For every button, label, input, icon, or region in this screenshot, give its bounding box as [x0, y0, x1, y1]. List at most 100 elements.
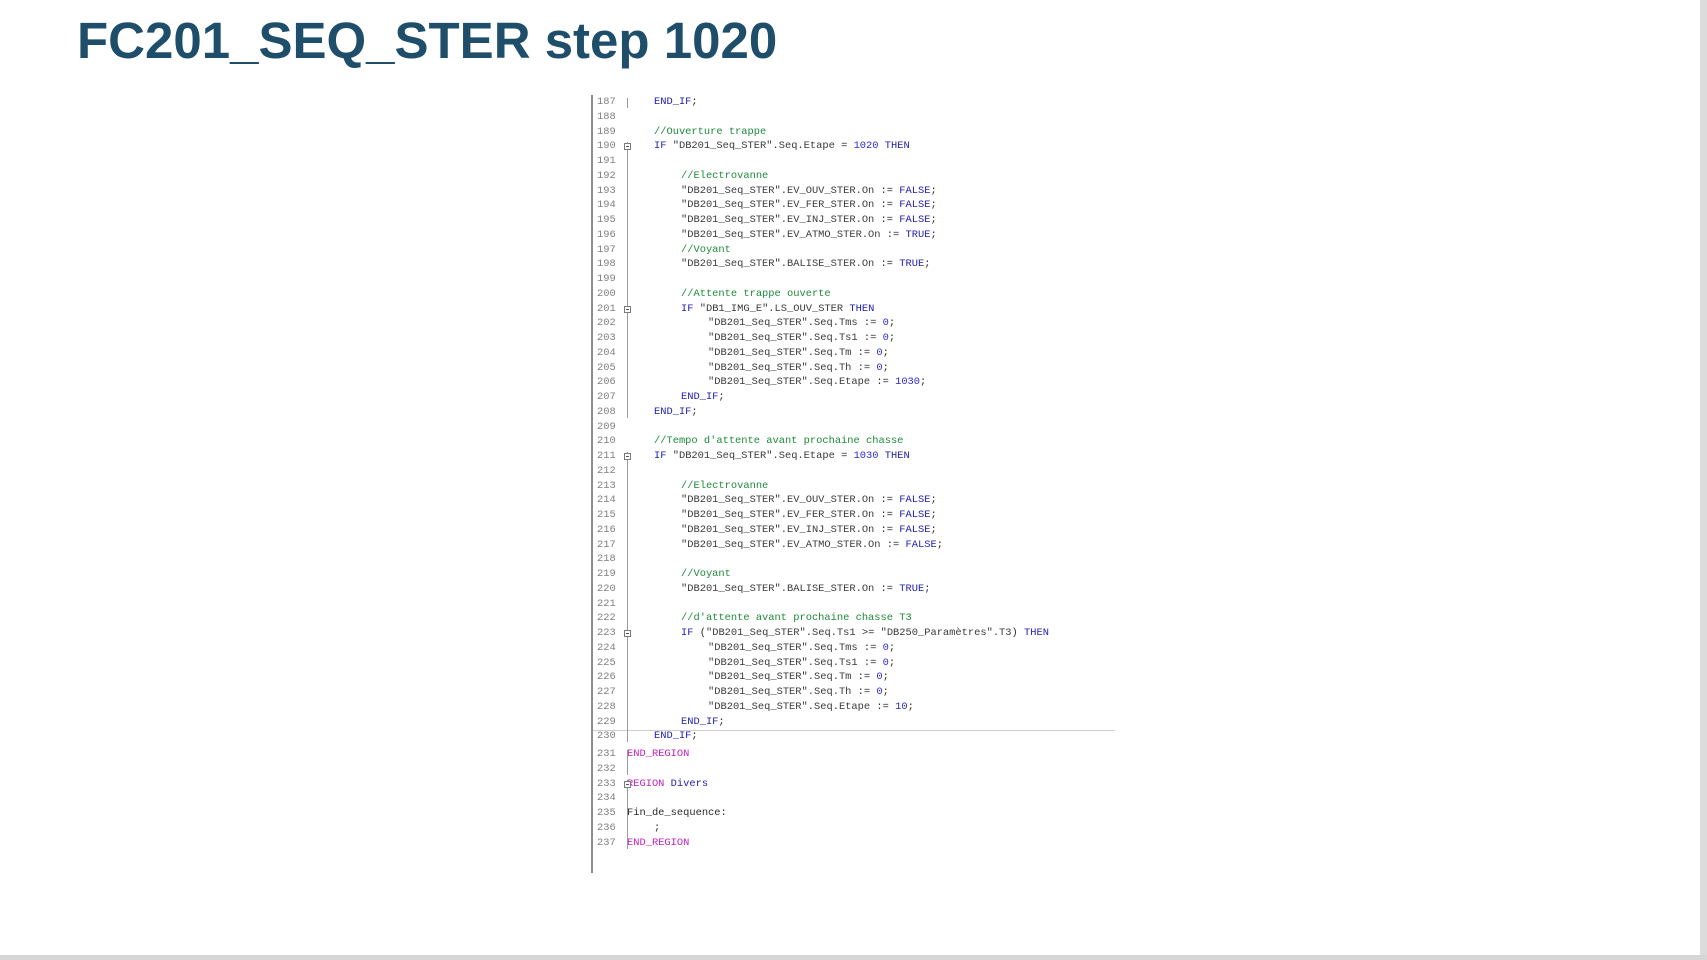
line-number: 209	[597, 420, 616, 433]
code-line: IF ("DB201_Seq_STER".Seq.Ts1 >= "DB250_P…	[681, 626, 1049, 640]
code-token: :=	[874, 199, 900, 212]
code-token: ;	[930, 509, 937, 521]
code-line: "DB201_Seq_STER".EV_FER_STER.On := FALSE…	[681, 508, 937, 522]
code-token: THEN	[878, 140, 910, 153]
code-token: :=	[870, 376, 896, 389]
line-number: 232	[597, 762, 616, 775]
line-number: 210	[597, 435, 616, 448]
code-token: TRUE	[905, 228, 931, 241]
line-number: 213	[597, 479, 616, 492]
fold-guide	[627, 779, 628, 849]
code-line: "DB201_Seq_STER".BALISE_STER.On := TRUE;	[681, 257, 930, 271]
line-number: 233	[597, 777, 616, 790]
code-token: ;	[930, 228, 937, 241]
line-number: 205	[597, 361, 616, 374]
code-token: 0	[882, 641, 889, 654]
code-token: 10	[895, 700, 908, 713]
code-token: =	[834, 450, 854, 462]
collapse-toggle-icon[interactable]	[624, 630, 631, 637]
line-number: 236	[597, 821, 616, 834]
code-line: REGION Divers	[627, 777, 708, 791]
fold-guide	[627, 750, 628, 775]
code-token: "DB201_Seq_STER".EV_FER_STER.On	[681, 199, 875, 212]
code-line: //Tempo d'attente avant prochaine chasse	[654, 434, 903, 448]
line-number: 217	[597, 538, 616, 551]
code-token: IF	[681, 627, 700, 639]
code-token: ;	[930, 523, 937, 536]
line-number: 198	[597, 258, 616, 271]
code-token: IF	[654, 140, 673, 153]
code-token: "DB201_Seq_STER".Seq.Ts1	[708, 656, 858, 669]
code-line: IF "DB1_IMG_E".LS_OUV_STER THEN	[681, 302, 874, 316]
code-token: "DB201_Seq_STER".BALISE_STER.On	[681, 582, 875, 595]
code-token: IF	[654, 450, 673, 462]
line-number: 187	[597, 96, 616, 108]
code-line: "DB201_Seq_STER".Seq.Ts1 := 0;	[708, 656, 895, 670]
code-token: 0	[876, 361, 883, 374]
code-token: 1030	[853, 450, 879, 462]
code-line: "DB201_Seq_STER".EV_OUV_STER.On := FALSE…	[681, 493, 937, 507]
code-token: :=	[880, 538, 906, 551]
code-token: 0	[882, 656, 889, 669]
code-token: END_IF	[654, 730, 692, 743]
code-token: ;	[930, 494, 937, 507]
line-number: 225	[597, 656, 616, 669]
collapse-toggle-icon[interactable]	[624, 453, 631, 460]
code-line: IF "DB201_Seq_STER".Seq.Etape = 1030 THE…	[654, 449, 910, 463]
code-panel-border	[591, 95, 593, 873]
code-token: :=	[874, 214, 900, 226]
line-number: 196	[597, 228, 616, 241]
collapse-toggle-icon[interactable]	[624, 780, 631, 788]
code-token: :=	[857, 317, 883, 330]
code-token: :=	[880, 228, 906, 241]
code-token: 1020	[853, 140, 879, 153]
collapse-toggle-icon[interactable]	[624, 305, 631, 313]
code-token: FALSE	[899, 184, 931, 197]
code-token: ;	[888, 656, 896, 669]
code-token: "DB201_Seq_STER".Seq.Etape	[708, 376, 871, 389]
line-number: 203	[597, 332, 616, 344]
code-token: ;	[691, 730, 698, 743]
code-line: "DB201_Seq_STER".EV_INJ_STER.On := FALSE…	[681, 213, 937, 227]
code-token: Fin_de_sequence:	[627, 807, 727, 819]
code-token: END_REGION	[627, 748, 690, 760]
code-line: Fin_de_sequence:	[627, 806, 727, 820]
code-token: :=	[874, 509, 900, 521]
code-line: //Electrovanne	[681, 479, 768, 493]
code-panel	[591, 95, 1116, 873]
code-line: "DB201_Seq_STER".EV_ATMO_STER.On := FALS…	[681, 538, 943, 552]
code-token: :=	[851, 686, 877, 698]
code-token: ;	[691, 405, 698, 418]
line-number: 235	[597, 807, 616, 819]
code-token: "DB201_Seq_STER".Seq.Ts1	[705, 627, 856, 639]
code-token: >=	[855, 627, 881, 639]
code-token: ;	[654, 821, 661, 834]
code-token: END_IF	[654, 405, 692, 418]
code-token: ;	[930, 214, 937, 226]
code-token: ;	[924, 582, 931, 595]
code-line: ;	[654, 821, 660, 835]
line-number: 226	[597, 671, 616, 684]
code-token: END_IF	[681, 715, 719, 728]
line-number: 220	[597, 582, 616, 595]
code-token: ;	[888, 317, 896, 330]
collapse-toggle-icon[interactable]	[624, 143, 631, 151]
fold-guide	[627, 304, 628, 403]
code-line: END_IF;	[654, 95, 698, 109]
code-token: ;	[924, 258, 931, 271]
code-line: //Voyant	[681, 243, 731, 257]
code-token: ;	[888, 641, 896, 654]
line-number: 228	[597, 700, 616, 713]
line-number: 222	[597, 612, 616, 625]
code-token: :=	[851, 361, 877, 374]
line-number: 204	[597, 346, 616, 359]
code-line: "DB201_Seq_STER".Seq.Tms := 0;	[708, 641, 895, 655]
line-number: 195	[597, 214, 616, 226]
fold-guide	[627, 142, 628, 418]
line-number: 208	[597, 405, 616, 418]
line-number: 216	[597, 523, 616, 536]
code-token: "DB201_Seq_STER".Seq.Th	[708, 686, 852, 698]
line-number: 219	[597, 568, 616, 580]
code-line: END_IF;	[681, 715, 725, 729]
code-token: 0	[876, 346, 883, 359]
